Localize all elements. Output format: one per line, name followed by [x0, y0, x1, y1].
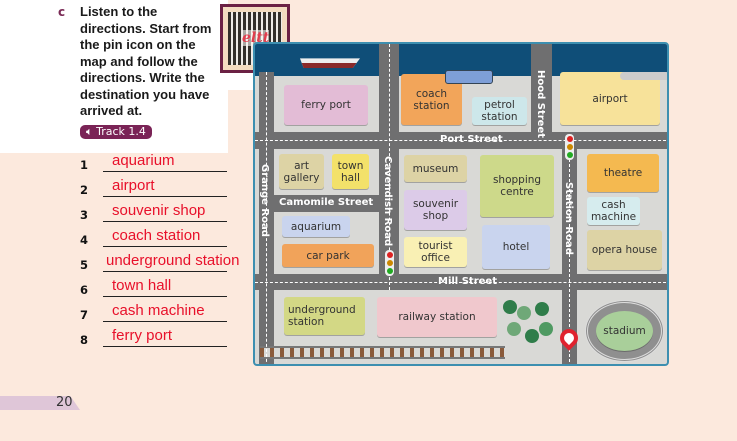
speaker-icon: 🔈︎ — [86, 124, 97, 138]
tree-icon — [535, 302, 549, 316]
tree-icon — [517, 306, 531, 320]
stadium: stadium — [596, 311, 653, 351]
exercise-instructions: Listen to the directions. Start from the… — [80, 4, 212, 118]
answer-line — [103, 171, 227, 172]
street-label-hood: Hood Street — [535, 70, 546, 139]
airport: airport — [560, 72, 660, 125]
street-label-cavendish: Cavendish Road — [382, 156, 393, 247]
hood-street-road — [531, 44, 552, 149]
traffic-light-icon — [565, 134, 574, 160]
art-gallery: art gallery — [279, 154, 324, 189]
town-map: Port Street Mill Street Camomile Street … — [253, 42, 669, 366]
tree-icon — [525, 329, 539, 343]
souvenir-shop: souvenir shop — [404, 190, 467, 230]
camomile-street-road — [274, 195, 379, 212]
town-hall: town hall — [332, 154, 369, 189]
car-park: car park — [282, 244, 374, 267]
road-marking — [255, 282, 667, 283]
ferry-port: ferry port — [284, 85, 368, 125]
road-marking — [389, 44, 390, 290]
plane-icon — [620, 72, 667, 80]
answer-line — [103, 246, 227, 247]
track-label: Track 1.4 — [96, 124, 146, 138]
tourist-office: tourist office — [404, 237, 467, 267]
answer-number: 1 — [80, 158, 89, 172]
answer-number: 3 — [80, 208, 89, 222]
exercise-letter: c — [58, 5, 66, 19]
page-number: 20 — [56, 395, 73, 410]
answer-text[interactable]: souvenir shop — [112, 202, 206, 219]
petrol-station: petrol station — [472, 97, 527, 125]
shopping-centre: shopping centre — [480, 155, 554, 217]
underground-station: underground station — [284, 297, 365, 335]
exercise-instruction-block: Listen to the directions. Start from the… — [80, 4, 220, 139]
answer-line — [103, 221, 227, 222]
answer-number: 7 — [80, 308, 89, 322]
answer-line — [103, 271, 227, 272]
street-label-station: Station Road — [563, 182, 574, 255]
answer-line — [103, 296, 227, 297]
tree-icon — [539, 322, 553, 336]
answer-number: 2 — [80, 183, 89, 197]
aquarium: aquarium — [282, 216, 350, 237]
theatre: theatre — [587, 154, 659, 192]
cash-machine: cash machine — [587, 197, 640, 225]
pin-icon — [556, 325, 582, 351]
bus-icon — [445, 70, 493, 84]
road-marking — [255, 140, 667, 141]
answer-text[interactable]: coach station — [112, 227, 201, 244]
railway-track — [260, 346, 505, 359]
answer-text[interactable]: aquarium — [112, 152, 175, 169]
answer-line — [103, 196, 227, 197]
traffic-light-icon — [385, 250, 394, 276]
page-number-tab — [0, 396, 80, 410]
tree-icon — [507, 322, 521, 336]
answer-line — [103, 321, 227, 322]
tree-icon — [503, 300, 517, 314]
street-label-camomile: Camomile Street — [279, 197, 374, 208]
road-marking — [569, 149, 570, 364]
museum: museum — [404, 155, 467, 182]
street-label-mill: Mill Street — [438, 276, 497, 287]
street-label-port: Port Street — [440, 134, 503, 145]
railway-station: railway station — [377, 297, 497, 337]
hotel: hotel — [482, 225, 550, 269]
answer-number: 8 — [80, 333, 89, 347]
track-button[interactable]: 🔈︎ Track 1.4 — [80, 124, 152, 139]
answer-number: 6 — [80, 283, 89, 297]
opera-house: opera house — [587, 230, 662, 270]
answer-text[interactable]: cash machine — [112, 302, 205, 319]
answer-text[interactable]: ferry port — [112, 327, 173, 344]
answer-number: 5 — [80, 258, 89, 272]
answer-text[interactable]: airport — [112, 177, 155, 194]
road-marking — [266, 72, 267, 364]
street-label-grange: Grange Road — [259, 164, 270, 237]
ferry-icon — [300, 58, 360, 68]
answer-text[interactable]: town hall — [112, 277, 172, 294]
answer-line — [103, 346, 227, 347]
answer-number: 4 — [80, 233, 89, 247]
answer-text[interactable]: underground station — [106, 252, 240, 269]
